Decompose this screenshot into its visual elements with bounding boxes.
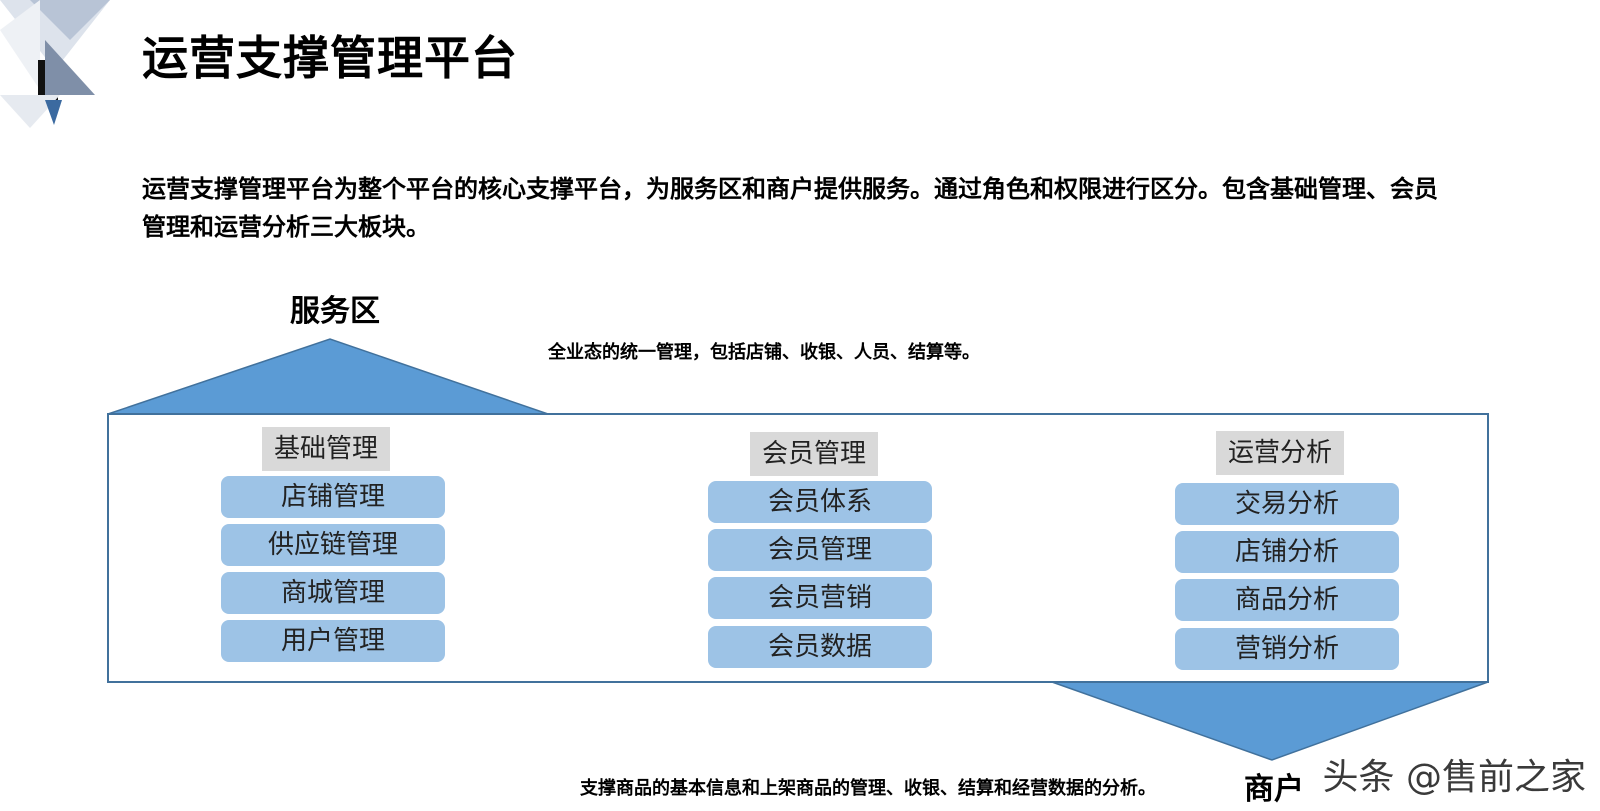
item-user-management: 用户管理 <box>221 620 445 662</box>
service-area-label: 服务区 <box>290 294 380 329</box>
item-supply-chain-management: 供应链管理 <box>221 524 445 566</box>
corner-logo-icon <box>0 0 110 128</box>
item-member-marketing: 会员营销 <box>708 577 932 619</box>
item-member-data: 会员数据 <box>708 626 932 668</box>
item-store-analysis: 店铺分析 <box>1175 531 1399 573</box>
column-header-operations: 运营分析 <box>1216 431 1345 475</box>
watermark: 头条 @售前之家 <box>1322 757 1586 798</box>
item-transaction-analysis: 交易分析 <box>1175 483 1399 525</box>
page-title: 运营支撑管理平台 <box>142 31 518 85</box>
item-member-system: 会员体系 <box>708 481 932 523</box>
column-header-member: 会员管理 <box>750 432 879 476</box>
item-store-management: 店铺管理 <box>221 476 445 518</box>
merchant-note: 支撑商品的基本信息和上架商品的管理、收银、结算和经营数据的分析。 <box>580 778 1156 799</box>
item-member-management: 会员管理 <box>708 529 932 571</box>
item-marketing-analysis: 营销分析 <box>1175 628 1399 670</box>
column-header-basic: 基础管理 <box>262 427 391 471</box>
item-product-analysis: 商品分析 <box>1175 579 1399 621</box>
page-description: 运营支撑管理平台为整个平台的核心支撑平台，为服务区和商户提供服务。通过角色和权限… <box>142 175 1438 241</box>
merchant-label: 商户 <box>1244 772 1304 807</box>
top-arrow-shape <box>107 338 549 415</box>
service-area-note: 全业态的统一管理，包括店铺、收银、人员、结算等。 <box>548 342 980 363</box>
item-mall-management: 商城管理 <box>221 572 445 614</box>
